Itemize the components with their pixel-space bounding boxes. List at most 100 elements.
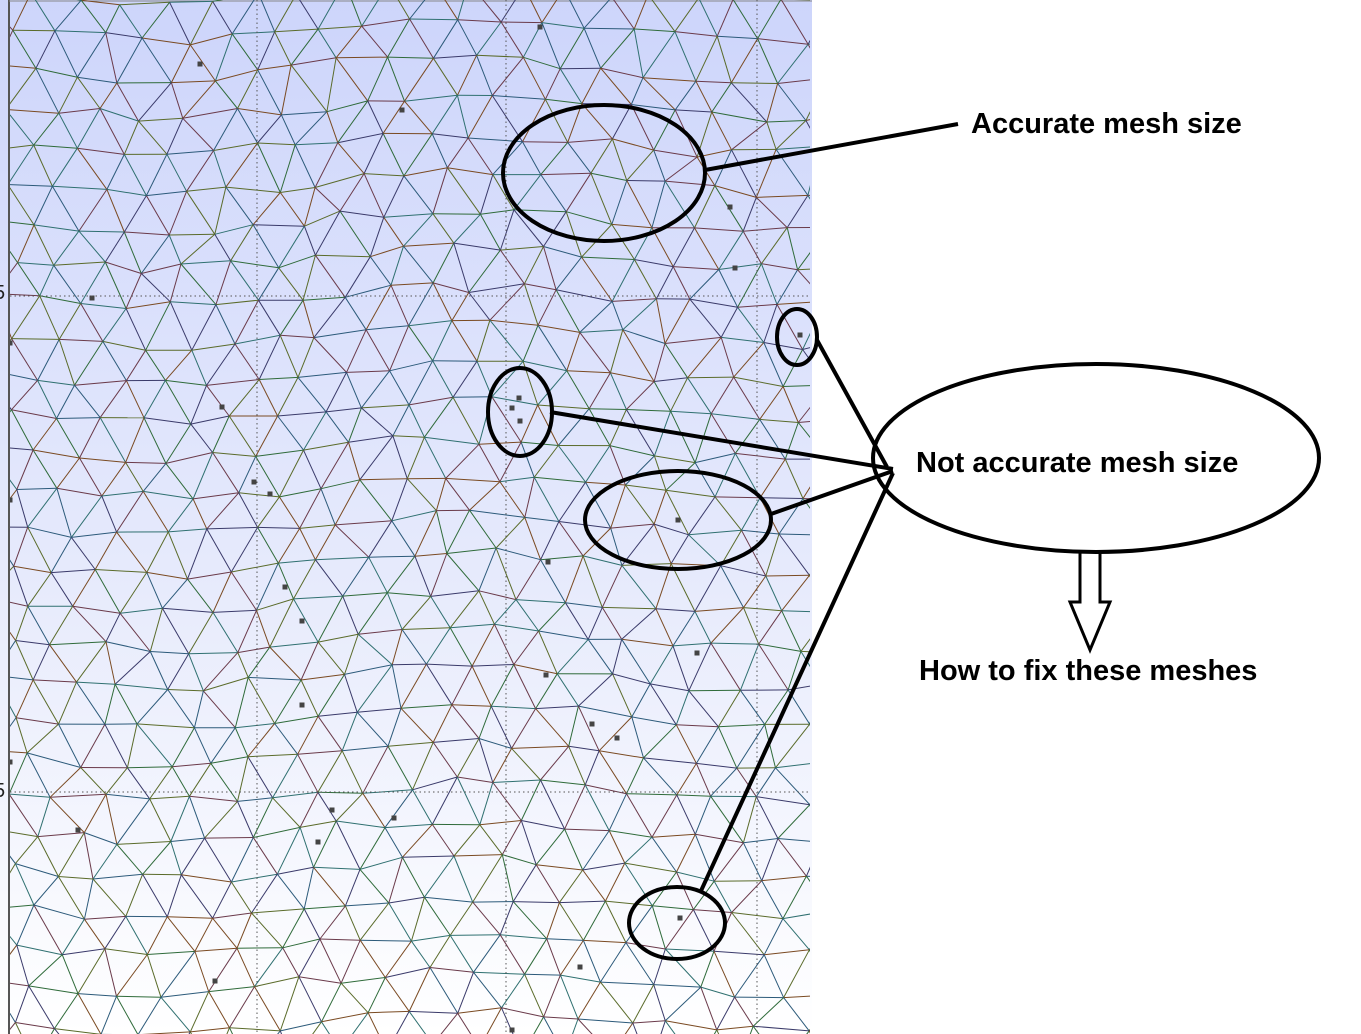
mesh-edge [402,855,455,858]
mesh-edge [383,175,405,218]
mesh-edge [864,260,889,296]
mesh-edge [37,832,85,838]
mesh-edge [449,935,474,973]
mesh-edge [212,0,224,2]
mesh-edge [344,297,367,330]
mesh-edge [252,224,280,269]
mesh-edge [694,227,744,232]
mesh-edge [277,528,301,564]
mesh-edge [555,289,581,333]
mesh-edge [191,350,207,386]
mesh-edge [491,56,524,96]
mesh-edge [651,905,666,950]
mesh-edge [897,599,907,645]
mesh-edge [411,934,451,942]
mesh-edge [809,724,810,726]
mesh-edge [783,997,810,1032]
mesh-edge [58,108,101,114]
mesh-edge [386,592,403,630]
mesh-edge [672,227,695,267]
mesh-edge [457,19,502,23]
mesh-edge [423,855,455,898]
mesh-edge [854,879,864,910]
mesh-edge [489,319,524,362]
mesh-edge [476,320,491,362]
mesh-edge [253,826,301,838]
mesh-edge [278,449,304,498]
mesh-edge [731,912,765,956]
mesh-edge [688,496,716,536]
mesh-edge [234,334,281,345]
mesh-edge [453,824,481,857]
mesh-edge [522,325,539,362]
mesh-edge [886,715,916,749]
mesh-edge [26,723,59,754]
mesh-edge [624,1022,634,1034]
mesh-edge [77,76,117,84]
mesh-edge [557,445,587,483]
mesh-edge [758,643,789,691]
grid-lines [10,0,810,1034]
mesh-edge [114,684,138,725]
mesh-edge [203,652,239,692]
mesh-edge [72,605,107,643]
mesh-edge [511,745,569,749]
mesh-edge [894,1018,937,1019]
mesh-edge [500,246,544,251]
mesh-edge [692,880,715,910]
mesh-edge [297,337,315,378]
mesh-edge [303,908,321,940]
mesh-edge [145,153,168,196]
mesh-edge [172,762,211,768]
mesh-edge [80,303,104,342]
mesh-edge [300,820,337,828]
mesh-edge [649,683,677,726]
mesh-edge [277,411,327,417]
mesh-edge [126,723,138,768]
mesh-edge [367,100,384,134]
mesh-edge [655,266,674,299]
mesh-edge [534,476,586,483]
mesh-edge [123,120,139,155]
mesh-edge [850,755,868,804]
mesh-edge [84,832,118,845]
mesh-edge [79,417,101,459]
mesh-edge [203,676,249,692]
mesh-edge [590,173,613,225]
mesh-edge [317,0,336,30]
mesh-edge [168,234,182,265]
mesh-edge [624,862,653,907]
mesh-edge [714,880,762,882]
mesh-edge [737,307,765,343]
mesh-edge [630,77,644,105]
mesh-node [517,418,523,424]
mesh-edge [62,948,105,956]
mesh-edge [186,150,215,192]
mesh-edge [384,823,433,829]
mesh-edge [403,175,434,215]
mesh-edge [451,704,480,739]
mesh-edge [212,609,257,613]
mesh-edge [408,967,431,1012]
mesh-edge [298,976,322,1023]
mesh-edge [752,1025,760,1034]
mesh-edge [649,645,674,685]
mesh-edge [808,947,810,951]
mesh-edge [889,557,936,570]
mesh-edge [56,384,75,419]
mesh-edge [304,905,346,910]
mesh-edge [850,804,866,833]
mesh-edge [274,723,299,755]
mesh-edge [167,498,194,533]
mesh-edge [537,404,559,446]
viewport-background [0,0,812,1034]
mesh-edge [453,242,470,293]
mesh-edge [334,479,361,526]
mesh-edge [317,28,337,59]
mesh-edge [14,863,35,906]
mesh-edge [493,623,515,665]
mesh-edge [303,226,316,256]
mesh-edge [344,256,371,298]
mesh-edge [317,674,345,717]
mesh-edge [829,195,848,228]
